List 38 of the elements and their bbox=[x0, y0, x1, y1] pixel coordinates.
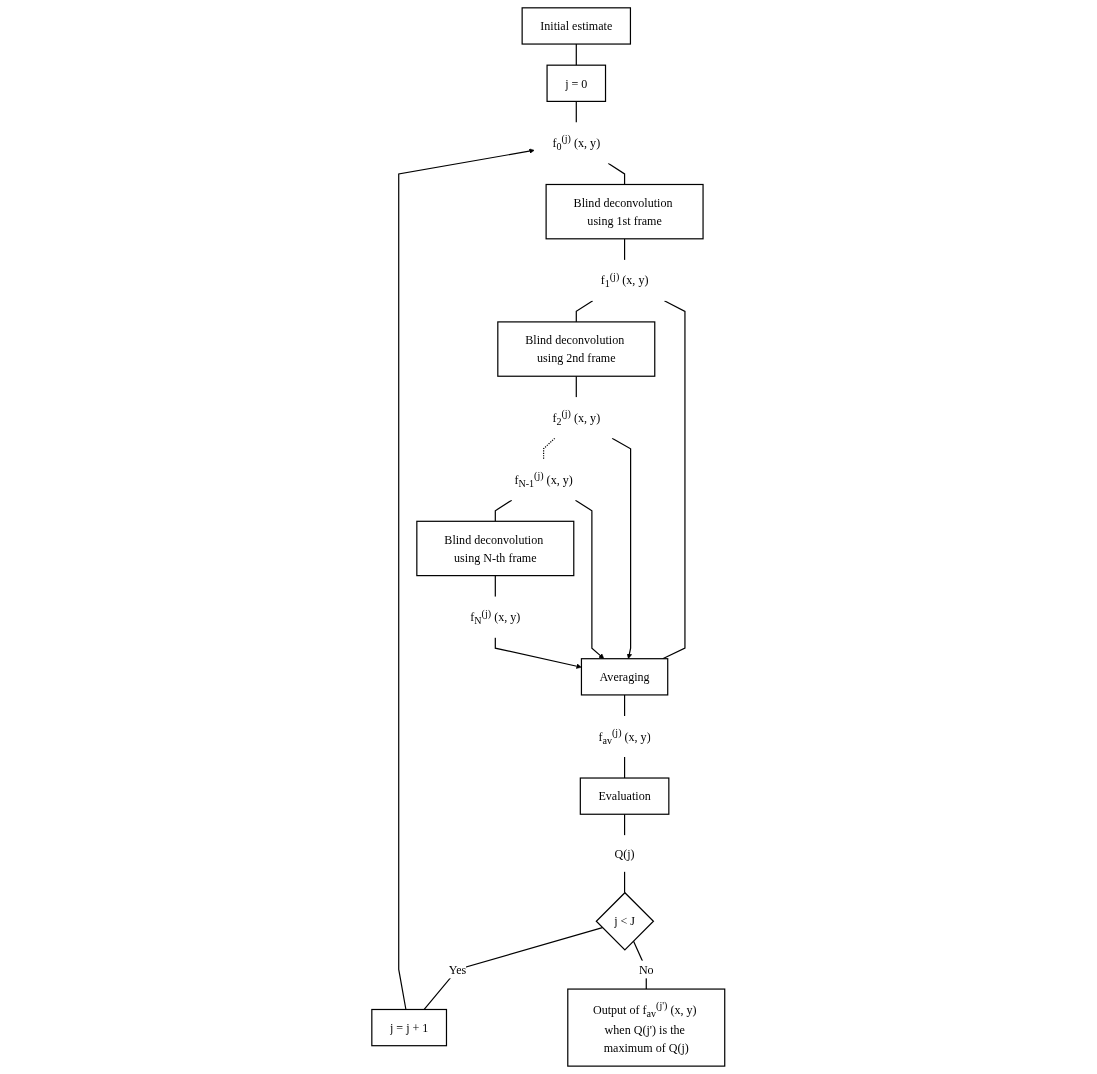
node-box bbox=[581, 658, 669, 696]
arrow bbox=[575, 499, 605, 659]
node-text: f$_{N-1}$$^{(j)}$ (x, y) bbox=[514, 470, 573, 490]
connector bbox=[662, 300, 686, 660]
arrow bbox=[398, 148, 535, 1011]
connector bbox=[624, 756, 626, 779]
node-box bbox=[567, 988, 726, 1067]
arrow bbox=[494, 637, 582, 669]
node-box bbox=[416, 520, 575, 577]
connector bbox=[624, 694, 626, 717]
node-box bbox=[545, 183, 704, 240]
node-text: f$_{N}$$^{(j)}$ (x, y) bbox=[470, 607, 521, 627]
node-box bbox=[497, 321, 656, 377]
edge-label: No bbox=[639, 962, 654, 977]
arrow bbox=[611, 437, 633, 659]
connector bbox=[575, 300, 594, 323]
connector bbox=[575, 375, 578, 398]
connector bbox=[423, 927, 604, 1011]
node-box bbox=[521, 7, 632, 45]
node-box bbox=[579, 777, 670, 815]
connector bbox=[624, 813, 626, 836]
edge-label: Yes bbox=[448, 962, 467, 977]
connector bbox=[494, 499, 513, 522]
node-diamond bbox=[595, 891, 655, 951]
node-text: f$_{0}$$^{(j)}$ (x, y) bbox=[552, 133, 601, 153]
connector bbox=[543, 437, 556, 460]
node-box bbox=[546, 64, 607, 102]
node-text: Q(j) bbox=[614, 846, 635, 861]
node-box bbox=[371, 1008, 448, 1047]
connector bbox=[575, 100, 578, 124]
connector bbox=[624, 238, 626, 261]
connector bbox=[624, 871, 626, 894]
connector bbox=[575, 43, 578, 66]
node-text: f$_{1}$$^{(j)}$ (x, y) bbox=[600, 270, 649, 290]
connector bbox=[607, 162, 626, 186]
connector bbox=[494, 575, 497, 598]
node-text: f$_{2}$$^{(j)}$ (x, y) bbox=[552, 408, 601, 428]
node-text: f$_{av}$$^{(j)}$ (x, y) bbox=[598, 726, 651, 747]
